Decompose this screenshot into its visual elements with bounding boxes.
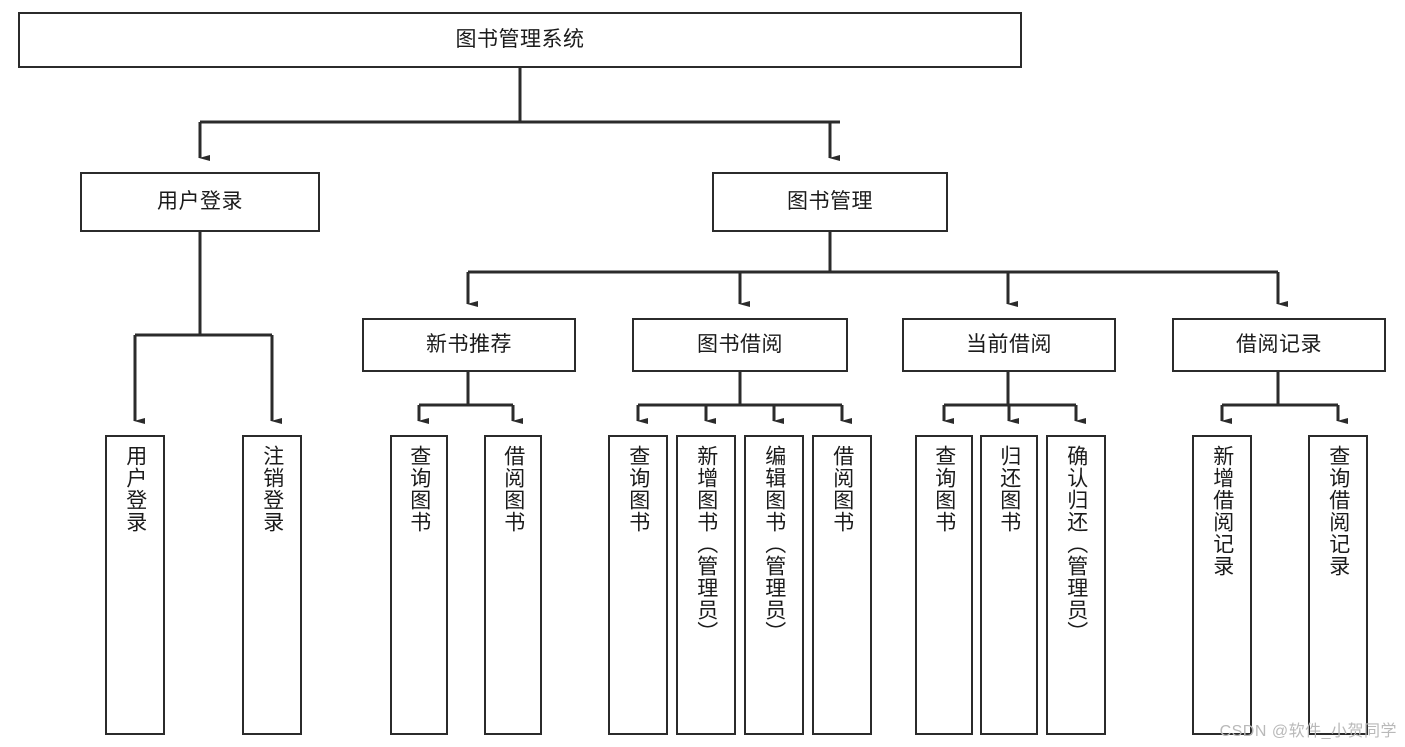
node-leaf-borrow-book-label: 借阅图书	[830, 445, 854, 533]
node-book-borrow-label: 图书借阅	[697, 332, 783, 356]
node-root[interactable]: 图书管理系统	[18, 12, 1022, 68]
node-leaf-query-book-borrow-label: 查询图书	[626, 445, 650, 533]
node-leaf-query-borrow-record-label: 查询借阅记录	[1326, 445, 1350, 577]
node-book-manage-label: 图书管理	[787, 189, 873, 213]
node-leaf-add-borrow-record[interactable]: 新增借阅记录	[1192, 435, 1252, 735]
node-user-login-label: 用户登录	[157, 189, 243, 213]
node-borrow-record[interactable]: 借阅记录	[1172, 318, 1386, 372]
node-leaf-return-book-label: 归还图书	[997, 445, 1021, 533]
node-leaf-query-book-recommend[interactable]: 查询图书	[390, 435, 448, 735]
node-leaf-add-book-label: 新增图书（管理员）	[694, 445, 718, 643]
node-leaf-add-book[interactable]: 新增图书（管理员）	[676, 435, 736, 735]
node-new-book-recommend[interactable]: 新书推荐	[362, 318, 576, 372]
node-leaf-user-login[interactable]: 用户登录	[105, 435, 165, 735]
node-leaf-query-book-current[interactable]: 查询图书	[915, 435, 973, 735]
node-current-borrow-label: 当前借阅	[966, 332, 1052, 356]
node-user-login[interactable]: 用户登录	[80, 172, 320, 232]
node-borrow-record-label: 借阅记录	[1236, 332, 1322, 356]
node-leaf-confirm-return-label: 确认归还（管理员）	[1064, 445, 1088, 643]
node-leaf-logout-label: 注销登录	[260, 445, 284, 533]
node-book-manage[interactable]: 图书管理	[712, 172, 948, 232]
csdn-watermark: CSDN @软件_小贺同学	[1219, 723, 1397, 740]
node-leaf-borrow-book-recommend-label: 借阅图书	[501, 445, 525, 533]
node-leaf-borrow-book-recommend[interactable]: 借阅图书	[484, 435, 542, 735]
node-leaf-query-book-recommend-label: 查询图书	[407, 445, 431, 533]
node-root-label: 图书管理系统	[455, 27, 585, 51]
node-leaf-edit-book[interactable]: 编辑图书（管理员）	[744, 435, 804, 735]
node-leaf-borrow-book[interactable]: 借阅图书	[812, 435, 872, 735]
node-leaf-logout[interactable]: 注销登录	[242, 435, 302, 735]
node-current-borrow[interactable]: 当前借阅	[902, 318, 1116, 372]
node-book-borrow[interactable]: 图书借阅	[632, 318, 848, 372]
node-leaf-add-borrow-record-label: 新增借阅记录	[1210, 445, 1234, 577]
node-leaf-confirm-return[interactable]: 确认归还（管理员）	[1046, 435, 1106, 735]
node-leaf-return-book[interactable]: 归还图书	[980, 435, 1038, 735]
node-new-book-recommend-label: 新书推荐	[426, 332, 512, 356]
node-leaf-edit-book-label: 编辑图书（管理员）	[762, 445, 786, 643]
node-leaf-query-book-current-label: 查询图书	[932, 445, 956, 533]
node-leaf-query-book-borrow[interactable]: 查询图书	[608, 435, 668, 735]
node-leaf-query-borrow-record[interactable]: 查询借阅记录	[1308, 435, 1368, 735]
node-leaf-user-login-label: 用户登录	[123, 445, 147, 533]
